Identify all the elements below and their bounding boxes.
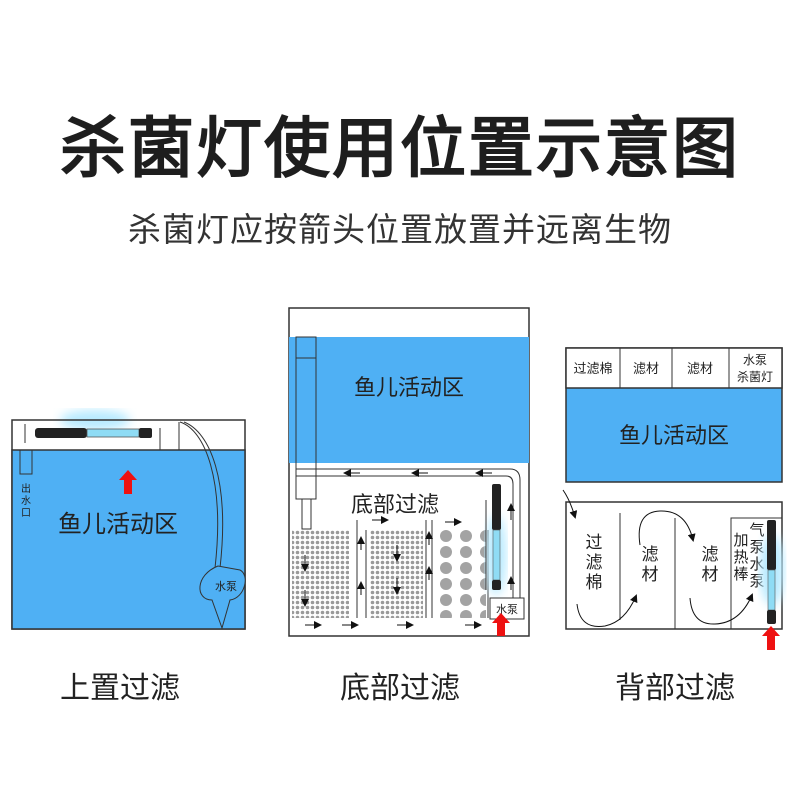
svg-text:水泵: 水泵 [215,580,237,593]
page-title: 杀菌灯使用位置示意图 [60,110,740,187]
svg-text:滤材: 滤材 [633,362,659,377]
svg-text:出水口: 出水口 [21,482,31,519]
red-arrow-icon [492,613,510,636]
bottom-filter-diagram: 鱼儿活动区 底部过滤 [288,307,530,637]
svg-text:滤材: 滤材 [642,545,659,585]
fish-zone-label: 鱼儿活动区 [58,510,178,538]
svg-text:鱼儿活动区: 鱼儿活动区 [354,376,464,401]
caption-back-filter: 背部过滤 [615,671,735,706]
svg-text:滤材: 滤材 [687,362,713,377]
red-arrow-icon [762,626,780,650]
top-filter-diagram: 出水口 鱼儿活动区 水泵 [11,410,246,630]
svg-text:加热棒: 加热棒 [733,531,748,583]
svg-text:水泵: 水泵 [496,603,518,616]
caption-bottom-filter: 底部过滤 [340,671,460,706]
uv-lamp-icon [492,484,501,590]
caption-top-filter: 上置过滤 [60,671,180,706]
back-filter-diagram: 过滤棉 滤材 滤材 水泵 杀菌灯 鱼儿活动区 过滤棉 滤材 滤材 加热棒 气泵水… [562,347,784,650]
svg-text:杀菌灯: 杀菌灯 [737,369,773,384]
svg-text:鱼儿活动区: 鱼儿活动区 [619,424,729,449]
svg-text:气泵水泵: 气泵水泵 [749,521,764,590]
page-subtitle: 杀菌灯应按箭头位置放置并远离生物 [128,210,672,249]
filter-label: 底部过滤 [351,493,439,518]
svg-text:过滤棉: 过滤棉 [573,362,612,377]
uv-lamp-icon [35,428,152,438]
svg-text:滤材: 滤材 [702,545,719,585]
uv-lamp-icon [767,520,776,624]
svg-text:过滤棉: 过滤棉 [586,533,603,593]
svg-text:水泵: 水泵 [743,353,767,367]
red-arrow-icon [119,470,137,494]
